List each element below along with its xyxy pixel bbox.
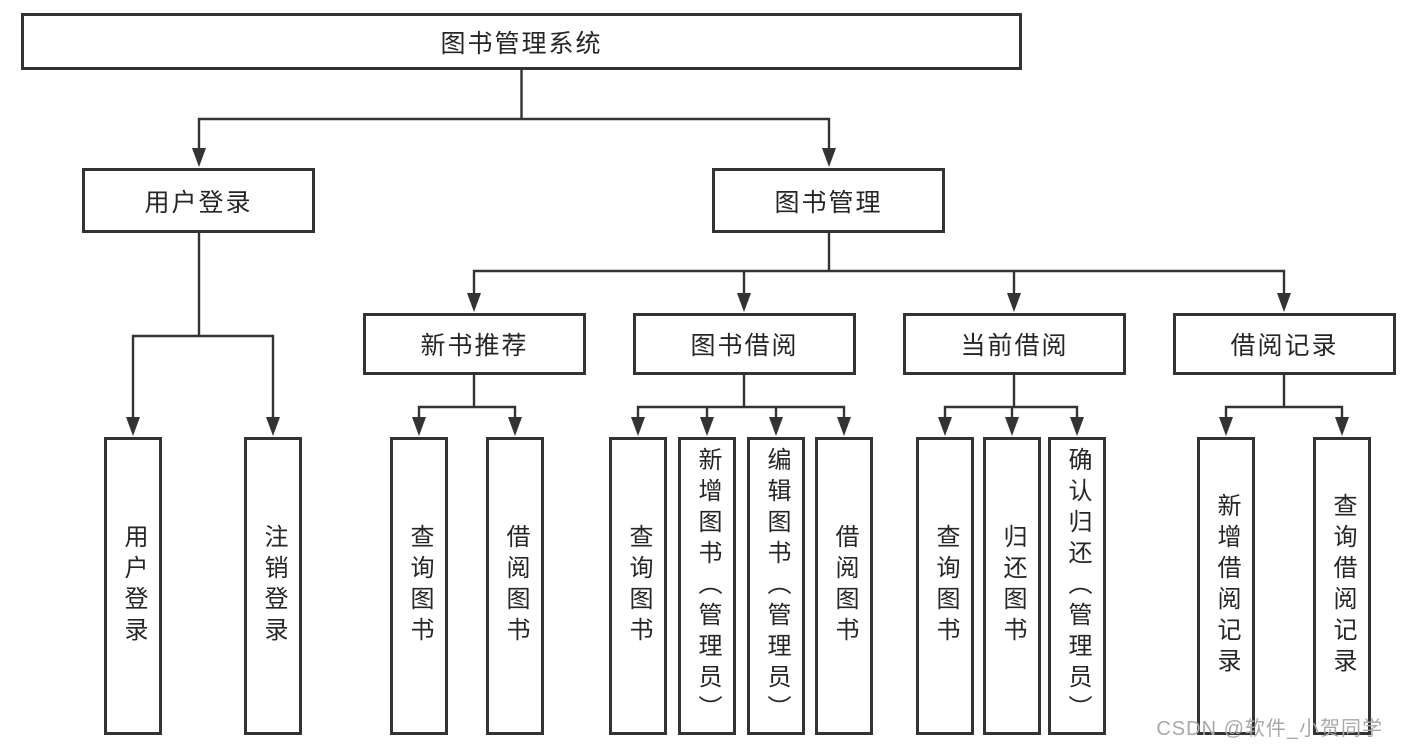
- arrowhead: [822, 148, 836, 167]
- node-label: 新书推荐: [420, 332, 529, 360]
- leaf-user-login: 用户登录: [104, 437, 162, 735]
- arrowhead: [412, 417, 426, 436]
- arrowhead: [938, 417, 952, 436]
- node-root: 图书管理系统: [21, 13, 1022, 70]
- arrowhead: [192, 148, 206, 167]
- arrowhead: [837, 417, 851, 436]
- node-label: 查询图书: [406, 524, 433, 648]
- arrowhead: [1335, 417, 1349, 436]
- watermark: CSDN @软件_小贺同学: [1156, 718, 1383, 740]
- node-label: 用户登录: [144, 188, 253, 217]
- node-label: 编辑图书（管理员）: [763, 446, 790, 726]
- leaf-cb-confirm-return-admin: 确认归还（管理员）: [1048, 437, 1106, 735]
- node-label: 图书借阅: [690, 332, 799, 360]
- node-label: 新增借阅记录: [1213, 493, 1240, 679]
- arrowhead: [266, 417, 280, 436]
- connector-root-to-level2: [197, 117, 831, 150]
- node-new-book-rec: 新书推荐: [363, 313, 586, 375]
- connector-bookmgmt-to-level3: [472, 269, 1286, 295]
- node-label: 图书管理系统: [440, 29, 603, 58]
- node-user-login: 用户登录: [82, 168, 315, 233]
- arrowhead: [769, 417, 783, 436]
- leaf-cb-return-book: 归还图书: [983, 437, 1041, 735]
- node-label: 查询图书: [625, 524, 652, 648]
- node-book-borrow: 图书借阅: [633, 313, 856, 375]
- leaf-cb-query-book: 查询图书: [916, 437, 974, 735]
- arrowhead: [1219, 417, 1233, 436]
- connector-bookborrow-to-leaves: [636, 405, 846, 419]
- connector-borrowrecord-to-leaves: [1224, 405, 1344, 419]
- leaf-bb-add-book-admin: 新增图书（管理员）: [678, 437, 736, 735]
- arrowhead: [1070, 417, 1084, 436]
- node-book-mgmt: 图书管理: [712, 168, 945, 233]
- leaf-nb-borrow-book: 借阅图书: [486, 437, 544, 735]
- arrowhead: [508, 417, 522, 436]
- node-label: 当前借阅: [960, 332, 1069, 360]
- leaf-bb-query-book: 查询图书: [609, 437, 667, 735]
- arrowhead: [1007, 293, 1021, 312]
- arrowhead: [467, 293, 481, 312]
- node-current-borrow: 当前借阅: [903, 313, 1126, 375]
- node-label: 用户登录: [120, 524, 147, 648]
- node-label: 图书管理: [774, 188, 883, 217]
- connector-userlogin-to-leaves: [131, 334, 275, 419]
- node-label: 归还图书: [999, 524, 1026, 648]
- arrowheads: [126, 148, 1349, 436]
- arrowhead: [1277, 293, 1291, 312]
- arrowhead: [737, 293, 751, 312]
- node-borrow-record: 借阅记录: [1173, 313, 1396, 375]
- arrowhead: [1005, 417, 1019, 436]
- arrowhead: [126, 417, 140, 436]
- node-label: 借阅图书: [831, 524, 858, 648]
- arrowhead: [700, 417, 714, 436]
- leaf-br-query-record: 查询借阅记录: [1313, 437, 1371, 735]
- node-label: 借阅记录: [1230, 332, 1339, 360]
- leaf-bb-borrow-book: 借阅图书: [815, 437, 873, 735]
- node-label: 确认归还（管理员）: [1064, 446, 1091, 726]
- leaf-logout: 注销登录: [244, 437, 302, 735]
- leaf-bb-edit-book-admin: 编辑图书（管理员）: [747, 437, 805, 735]
- node-label: 借阅图书: [502, 524, 529, 648]
- connector-paths: [131, 70, 1344, 419]
- connector-newbook-to-leaves: [417, 405, 517, 419]
- node-label: 查询借阅记录: [1329, 493, 1356, 679]
- node-label: 新增图书（管理员）: [694, 446, 721, 726]
- node-label: 注销登录: [260, 524, 287, 648]
- leaf-nb-query-book: 查询图书: [390, 437, 448, 735]
- arrowhead: [631, 417, 645, 436]
- node-label: 查询图书: [932, 524, 959, 648]
- leaf-br-add-record: 新增借阅记录: [1197, 437, 1255, 735]
